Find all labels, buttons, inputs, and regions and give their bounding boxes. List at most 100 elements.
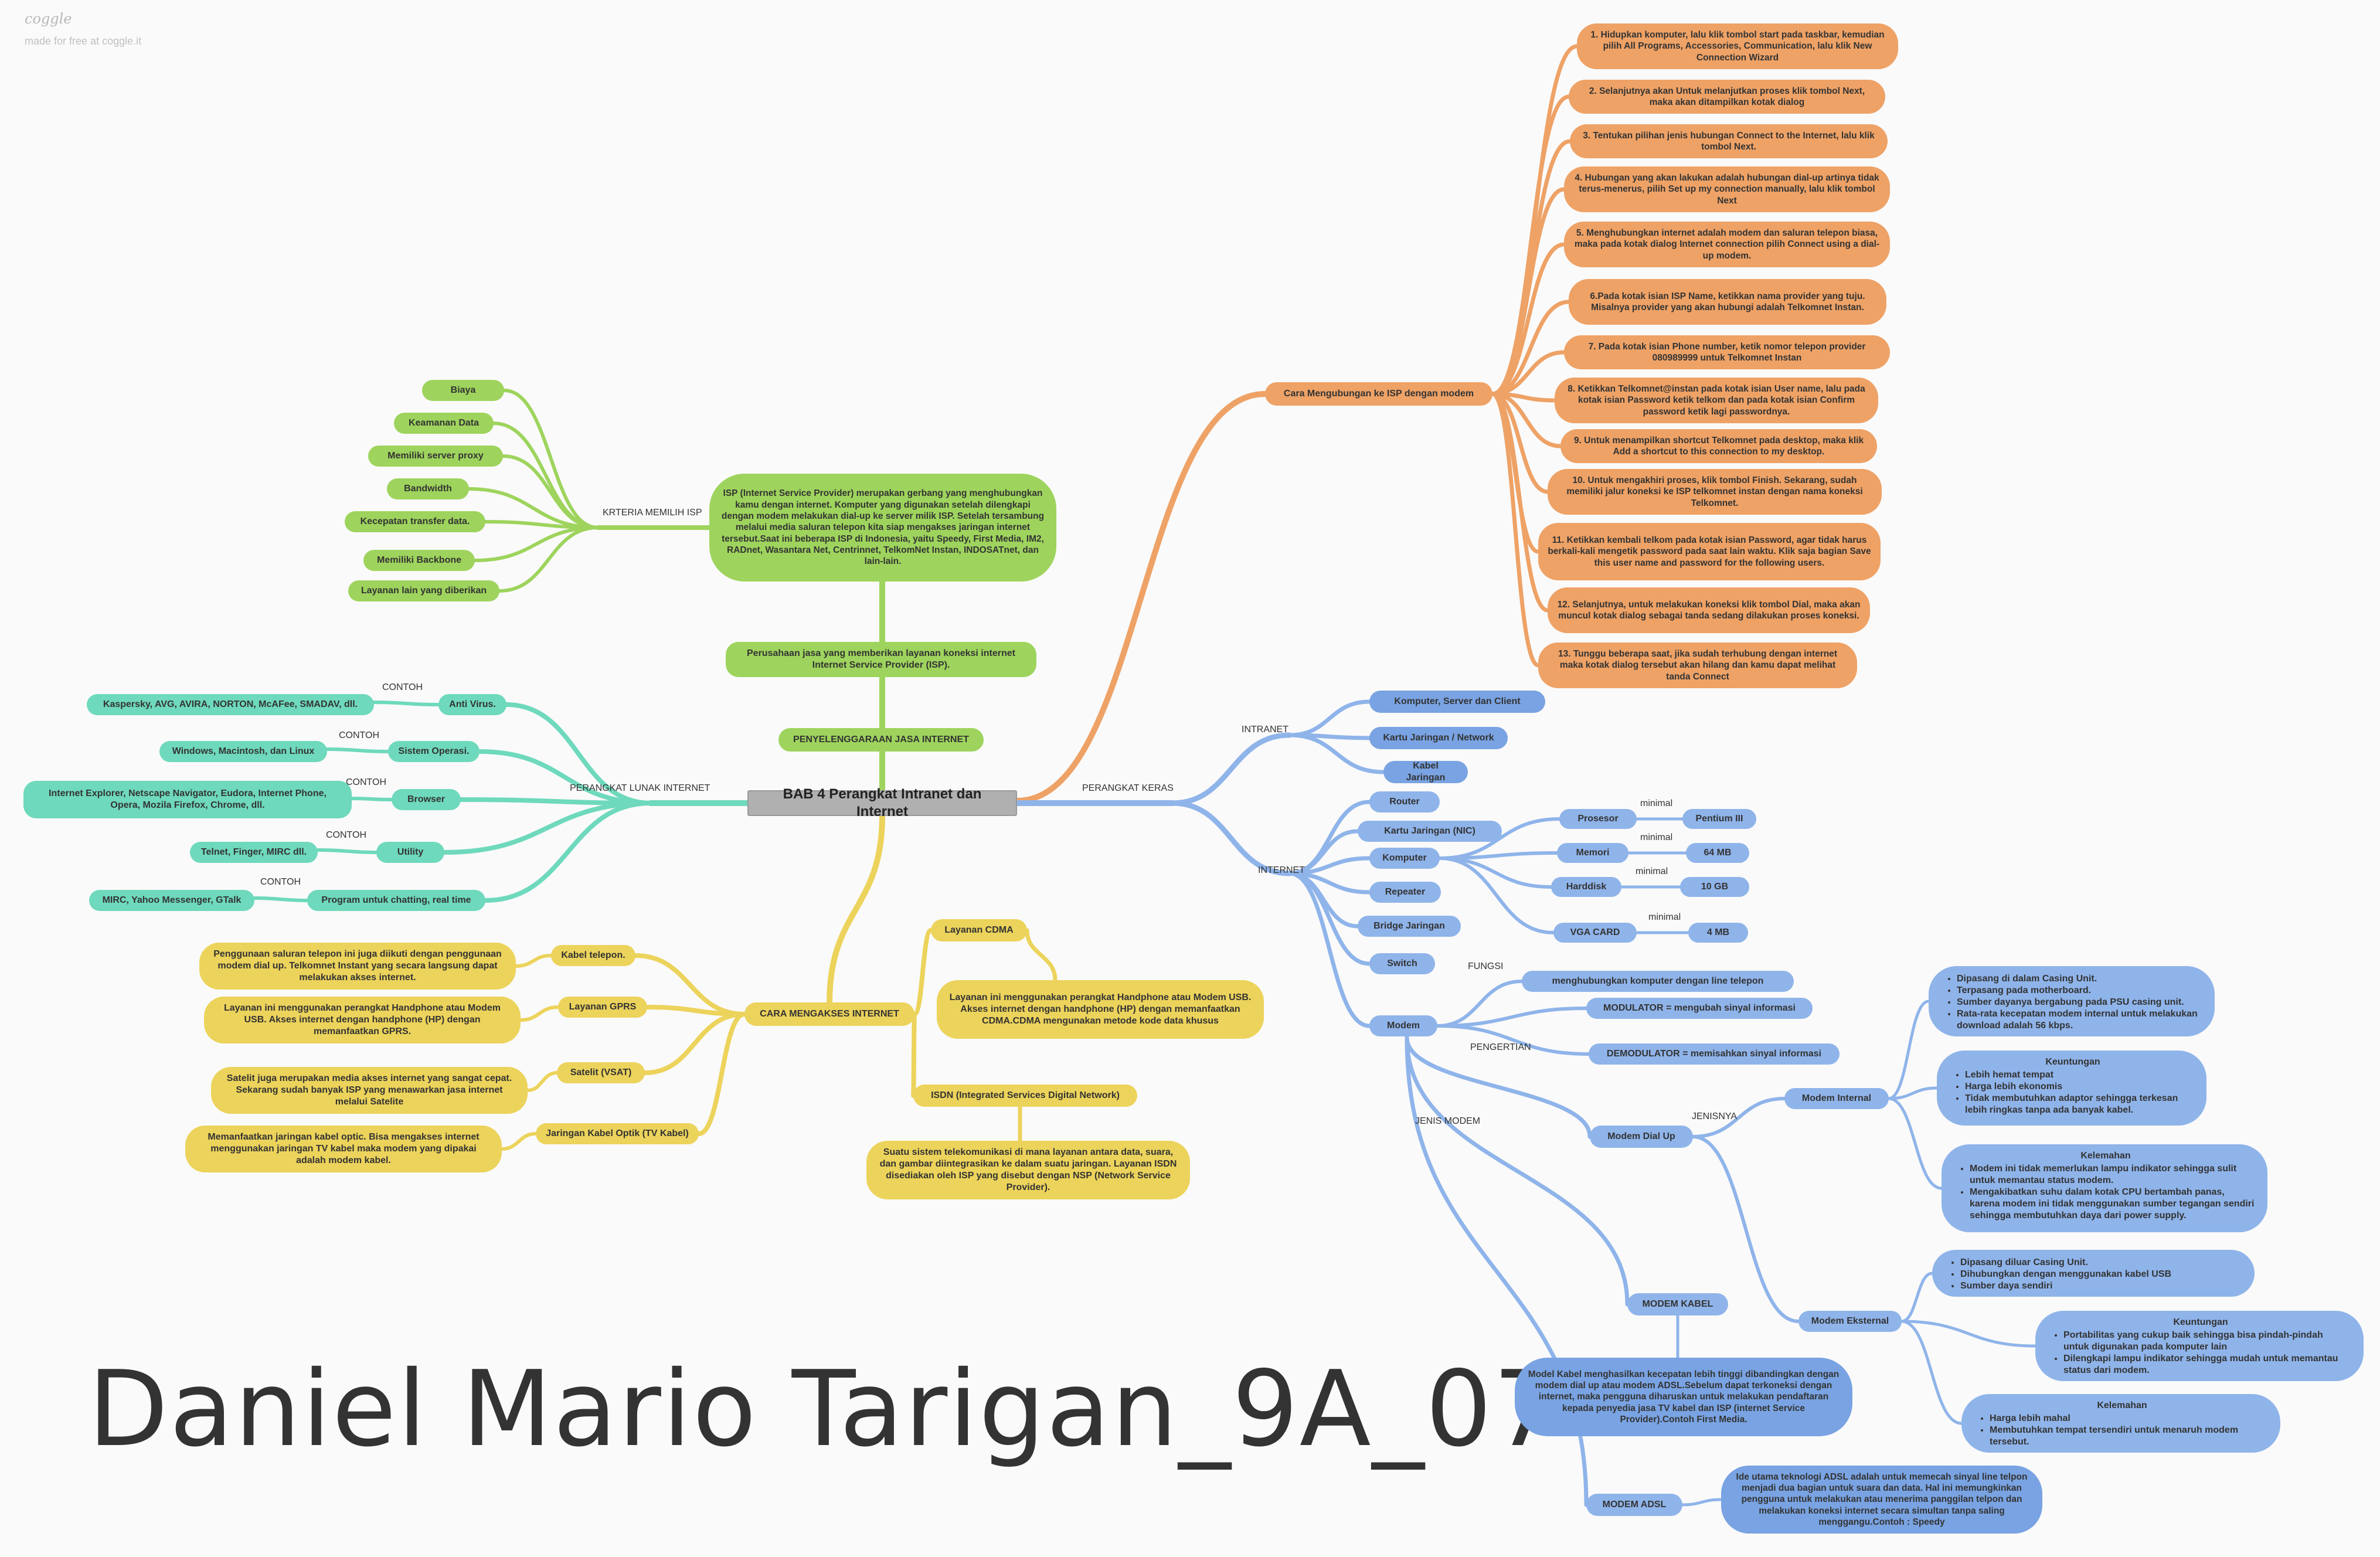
software-category-node[interactable]: Browser (392, 789, 461, 810)
isp-step-node[interactable]: 11. Ketikkan kembali telkom pada kotak i… (1538, 523, 1881, 580)
software-example-node[interactable]: Kaspersky, AVG, AVIRA, NORTON, McAFee, S… (87, 694, 374, 715)
modem-isp-node[interactable]: Cara Mengubungan ke ISP dengan modem (1265, 382, 1492, 406)
coggle-logo[interactable]: coggle (25, 11, 72, 27)
modem-kabel-desc[interactable]: Model Kabel menghasilkan kecepatan lebih… (1515, 1358, 1852, 1436)
access-method-node[interactable]: Satelit (VSAT) (557, 1062, 645, 1083)
eksternal-kelemahan-node[interactable]: KelemahanHarga lebih mahalMembutuhkan te… (1961, 1394, 2280, 1453)
software-example-node[interactable]: Windows, Macintosh, dan Linux (159, 741, 327, 762)
modem-eksternal-node[interactable]: Modem Eksternal (1798, 1311, 1902, 1332)
modulator-node[interactable]: MODULATOR = mengubah sinyal informasi (1586, 998, 1813, 1019)
eksternal-keuntungan-node-heading: Keuntungan (2173, 1317, 2228, 1327)
internet-device-node[interactable]: Kartu Jaringan (NIC) (1358, 821, 1502, 842)
branch-line (1490, 242, 1566, 396)
modem-dialup-node[interactable]: Modem Dial Up (1590, 1126, 1693, 1148)
modem-internal-node[interactable]: Modem Internal (1784, 1088, 1889, 1109)
internal-keuntungan-node[interactable]: KeuntunganLebih hemat tempatHarga lebih … (1937, 1051, 2206, 1126)
bullet-item: Mengakibatkan suhu dalam kotak CPU berta… (1970, 1187, 2255, 1222)
komputer-spec-node[interactable]: Prosesor (1559, 809, 1637, 829)
modem-adsl-node[interactable]: MODEM ADSL (1586, 1494, 1682, 1516)
internet-device-node[interactable]: Komputer (1369, 848, 1440, 869)
isp-step-node[interactable]: 12. Selanjutnya, untuk melakukan koneksi… (1548, 587, 1870, 633)
internal-kelemahan-node-heading: Kelemahan (2080, 1151, 2131, 1161)
kriteria-item[interactable]: Bandwidth (387, 478, 469, 499)
komputer-spec-node[interactable]: Memori (1557, 843, 1628, 863)
internet-device-node[interactable]: Switch (1369, 953, 1435, 974)
bullet-item: Harga lebih mahal (1990, 1413, 2267, 1425)
kriteria-item[interactable]: Memiliki server proxy (368, 446, 503, 467)
internal-info-node[interactable]: Dipasang di dalam Casing Unit.Terpasang … (1929, 966, 2215, 1036)
software-category-node[interactable]: Sistem Operasi. (388, 741, 480, 762)
isp-step-node[interactable]: 4. Hubungan yang akan lakukan adalah hub… (1564, 166, 1890, 212)
komputer-spec-value[interactable]: 10 GB (1680, 877, 1749, 897)
modem-adsl-desc[interactable]: Ide utama teknologi ADSL adalah untuk me… (1721, 1466, 2042, 1534)
komputer-spec-node[interactable]: Harddisk (1551, 877, 1621, 897)
kriteria-item[interactable]: Keamanan Data (394, 413, 494, 434)
komputer-spec-value[interactable]: 4 MB (1688, 923, 1748, 943)
cdma-node[interactable]: Layanan CDMA (931, 919, 1027, 941)
minimal-label: minimal (1648, 912, 1681, 922)
modem-kabel-node[interactable]: MODEM KABEL (1627, 1293, 1728, 1315)
isp-step-node[interactable]: 1. Hidupkan komputer, lalu klik tombol s… (1577, 23, 1898, 69)
branch-line (473, 526, 600, 562)
isp-step-node[interactable]: 13. Tunggu beberapa saat, jika sudah ter… (1538, 642, 1857, 688)
internet-device-node[interactable]: Router (1369, 791, 1440, 813)
access-method-desc[interactable]: Memanfaatkan jaringan kabel optic. Bisa … (185, 1126, 502, 1172)
kriteria-item[interactable]: Kecepatan transfer data. (345, 511, 485, 532)
central-topic[interactable]: BAB 4 Perangkat Intranet dan Internet (747, 786, 1017, 820)
isdn-node[interactable]: ISDN (Integrated Services Digital Networ… (913, 1085, 1137, 1107)
cara-mengakses-node[interactable]: CARA MENGAKSES INTERNET (744, 1002, 914, 1026)
branch-line (1438, 856, 1553, 889)
kriteria-item[interactable]: Biaya (422, 380, 504, 401)
internet-device-node[interactable]: Bridge Jaringan (1358, 916, 1461, 937)
eksternal-keuntungan-node[interactable]: KeuntunganPortabilitas yang cukup baik s… (2035, 1311, 2364, 1381)
isp-step-node[interactable]: 7. Pada kotak isian Phone number, ketik … (1564, 335, 1890, 369)
intranet-device-node[interactable]: Komputer, Server dan Client (1369, 691, 1545, 713)
access-method-node[interactable]: Jaringan Kabel Optik (TV Kabel) (536, 1123, 699, 1144)
isp-step-node[interactable]: 6.Pada kotak isian ISP Name, ketikkan na… (1569, 279, 1886, 325)
eksternal-info-node-list: Dipasang diluar Casing Unit.Dihubungkan … (1947, 1257, 2171, 1292)
internal-kelemahan-node[interactable]: KelemahanModem ini tidak memerlukan lamp… (1942, 1144, 2267, 1232)
software-category-node[interactable]: Anti Virus. (438, 694, 506, 715)
intranet-device-node[interactable]: Kartu Jaringan / Network (1369, 727, 1508, 749)
isp-step-node[interactable]: 2. Selanjutnya akan Untuk melanjutkan pr… (1569, 80, 1885, 114)
coggle-tagline[interactable]: made for free at coggle.it (25, 35, 142, 47)
isp-step-node[interactable]: 3. Tentukan pilihan jenis hubungan Conne… (1570, 124, 1888, 158)
access-method-desc[interactable]: Satelit juga merupakan media akses inter… (211, 1067, 528, 1114)
komputer-spec-node[interactable]: VGA CARD (1553, 923, 1637, 943)
isdn-desc-node[interactable]: Suatu sistem telekomunikasi di mana laya… (866, 1141, 1190, 1199)
software-category-node[interactable]: Program untuk chatting, real time (307, 890, 485, 911)
bullet-item: Lebih hemat tempat (1965, 1069, 2194, 1081)
kriteria-item[interactable]: Layanan lain yang diberikan (348, 580, 499, 601)
software-example-node[interactable]: Internet Explorer, Netscape Navigator, E… (23, 781, 352, 818)
isp-step-node[interactable]: 5. Menghubungkan internet adalah modem d… (1564, 222, 1890, 267)
penyelenggaraan-node[interactable]: PENYELENGGARAAN JASA INTERNET (778, 728, 984, 752)
isp-definition-node[interactable]: Perusahaan jasa yang memberikan layanan … (726, 642, 1036, 677)
isp-explanation-node[interactable]: ISP (Internet Service Provider) merupaka… (709, 474, 1056, 582)
branch-line (1287, 871, 1372, 1028)
internet-device-node[interactable]: Repeater (1369, 882, 1441, 903)
access-method-desc[interactable]: Penggunaan saluran telepon ini juga diik… (199, 943, 516, 990)
internet-device-node[interactable]: Modem (1369, 1015, 1437, 1036)
kriteria-item[interactable]: Memiliki Backbone (363, 550, 475, 571)
eksternal-info-node[interactable]: Dipasang diluar Casing Unit.Dihubungkan … (1932, 1250, 2255, 1297)
jenisnya-label: JENISNYA (1692, 1111, 1738, 1121)
komputer-spec-value[interactable]: 64 MB (1686, 843, 1749, 863)
cdma-desc-node[interactable]: Layanan ini menggunakan perangkat Handph… (937, 980, 1264, 1039)
bullet-item: Dipasang di dalam Casing Unit. (1957, 973, 2202, 985)
isp-step-node[interactable]: 10. Untuk mengakhiri proses, klik tombol… (1548, 469, 1882, 515)
access-method-desc[interactable]: Layanan ini menggunakan perangkat Handph… (204, 997, 521, 1043)
demodulator-node[interactable]: DEMODULATOR = memisahkan sinyal informas… (1589, 1043, 1840, 1065)
intranet-device-node[interactable]: Kabel Jaringan (1383, 761, 1468, 783)
isp-step-node[interactable]: 8. Ketikkan Telkomnet@instan pada kotak … (1555, 378, 1878, 423)
branch-line (1490, 392, 1563, 448)
fungsi-node[interactable]: menghubungkan komputer dengan line telep… (1522, 971, 1794, 992)
komputer-spec-value[interactable]: Pentium III (1682, 809, 1756, 829)
software-example-node[interactable]: Telnet, Finger, MIRC dll. (190, 842, 318, 863)
minimal-label: minimal (1636, 866, 1668, 876)
access-method-node[interactable]: Kabel telepon. (551, 945, 635, 966)
isp-step-node[interactable]: 9. Untuk menampilkan shortcut Telkomnet … (1560, 429, 1877, 463)
access-method-node[interactable]: Layanan GPRS (558, 997, 647, 1018)
software-example-node[interactable]: MIRC, Yahoo Messenger, GTalk (89, 890, 254, 911)
software-category-node[interactable]: Utility (376, 842, 444, 863)
branch-line (827, 813, 885, 1005)
